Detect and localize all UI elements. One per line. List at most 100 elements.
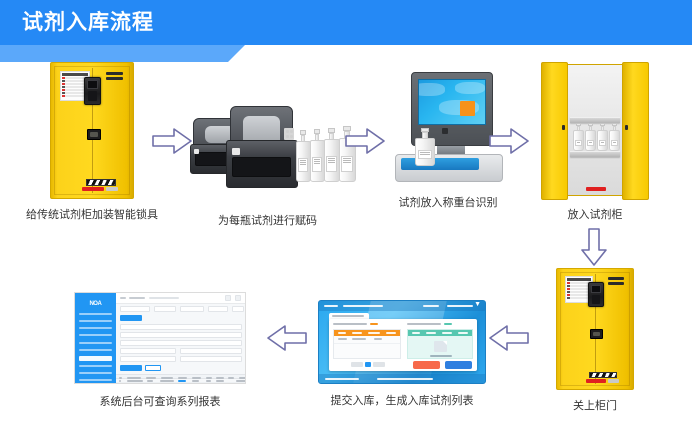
form-field[interactable] <box>119 332 242 338</box>
kiosk-device-label <box>447 305 473 307</box>
filter-input[interactable] <box>231 306 244 312</box>
dashboard-logo: NOA <box>80 297 111 311</box>
smart-lock-device-icon <box>588 282 604 307</box>
table-header <box>115 374 245 379</box>
sidebar-item[interactable] <box>79 365 112 367</box>
reagent-bottle-icon <box>597 123 608 151</box>
dashboard-sidebar: NOA <box>75 293 116 383</box>
step-6-caption: 提交入库，生成入库试剂列表 <box>330 395 474 407</box>
cabinet-red-label <box>586 187 606 191</box>
kiosk-top-bar <box>319 301 485 311</box>
weighing-pan <box>401 158 479 170</box>
filter-input[interactable] <box>207 306 228 312</box>
backend-dashboard-screen: NOA <box>74 292 246 384</box>
reagent-cabinet-closed-icon <box>50 62 134 199</box>
page-title: 试剂入库流程 <box>22 11 154 34</box>
label-printer-icon <box>225 106 298 188</box>
step-7: NOA <box>60 292 260 410</box>
arrow-down-icon <box>581 228 607 266</box>
submit-button[interactable] <box>445 361 472 369</box>
form-field[interactable] <box>119 340 242 346</box>
topbar-icon-button[interactable] <box>225 295 231 301</box>
cabinet-shelf <box>570 117 620 123</box>
sidebar-item[interactable] <box>79 327 112 330</box>
step-2-caption: 为每瓶试剂进行赋码 <box>218 215 317 227</box>
arrow-right-icon <box>152 128 192 154</box>
step-4-caption: 放入试剂柜 <box>567 209 623 221</box>
form-field[interactable] <box>119 324 242 330</box>
empty-state-label <box>430 355 452 357</box>
cabinet-grey-label <box>608 379 619 383</box>
reagent-bottle-icon <box>295 130 311 182</box>
sidebar-item[interactable] <box>79 320 112 322</box>
smart-lock-device-icon <box>84 77 101 105</box>
arrow-left-icon <box>489 325 529 351</box>
step-1: 给传统试剂柜加装智能锁具 <box>22 62 162 223</box>
header-accent-strip <box>0 45 245 62</box>
cabinet-handle-icon <box>87 129 101 140</box>
page-header-bar <box>0 0 692 45</box>
back-button[interactable] <box>325 378 359 380</box>
wifi-icon: ▼ <box>474 301 481 308</box>
filter-input[interactable] <box>179 306 204 312</box>
hazard-stripe-band <box>589 372 617 378</box>
reagent-bottle-icon <box>609 123 620 151</box>
left-panel-title <box>333 323 367 325</box>
kiosk-user-label <box>423 305 439 307</box>
reagent-cabinet-closed-icon <box>556 268 634 390</box>
cabinet-red-label <box>82 187 104 191</box>
checked-in-list-panel <box>407 329 473 359</box>
table-row[interactable] <box>115 379 245 383</box>
cabinet-door-left <box>541 62 568 200</box>
reagent-bottle-icon <box>323 128 340 182</box>
cabinet-grey-label <box>106 187 118 191</box>
page-current-button[interactable] <box>365 362 371 367</box>
filter-input[interactable] <box>119 306 150 312</box>
sidebar-item[interactable] <box>79 341 112 344</box>
kiosk-logo <box>324 305 338 307</box>
reagent-cabinet-open-icon <box>541 62 649 200</box>
step-4: 放入试剂柜 <box>525 62 665 223</box>
checkin-card <box>329 319 477 371</box>
step-1-caption: 给传统试剂柜加装智能锁具 <box>26 209 158 221</box>
right-panel-title <box>407 323 441 325</box>
table-row[interactable] <box>116 383 245 384</box>
step-3-caption: 试剂放入称重台识别 <box>398 197 498 209</box>
step-2: 为每瓶试剂进行赋码 <box>185 100 356 229</box>
form-field[interactable] <box>119 356 176 362</box>
reagent-bottle-icon <box>573 123 584 151</box>
submit-button[interactable] <box>119 365 142 371</box>
pending-list-panel <box>333 329 401 359</box>
reagent-bottle-icon <box>338 126 356 182</box>
reagent-bottle-icon <box>309 129 325 182</box>
cancel-button[interactable] <box>413 361 440 369</box>
sidebar-item[interactable] <box>79 378 112 381</box>
hazard-stripe-band <box>86 179 116 186</box>
sidebar-item[interactable] <box>79 334 112 337</box>
step-6: ▼ <box>312 300 492 409</box>
sidebar-item-selected[interactable] <box>79 356 112 361</box>
sidebar-item[interactable] <box>79 372 112 375</box>
sidebar-item[interactable] <box>79 348 112 351</box>
screen-highlight-block <box>460 100 475 116</box>
reset-button[interactable] <box>144 365 161 371</box>
cabinet-vent-icon <box>608 282 624 285</box>
topbar-icon-button[interactable] <box>235 295 241 301</box>
reagent-bottle-icon <box>585 123 596 151</box>
checked-in-table-header <box>408 330 472 336</box>
cabinet-vent-icon <box>106 72 123 75</box>
form-field[interactable] <box>119 348 176 354</box>
filter-input[interactable] <box>153 306 176 312</box>
form-field[interactable] <box>179 348 242 354</box>
kiosk-checkin-screen: ▼ <box>318 300 486 384</box>
logo-text: NOA <box>89 300 102 307</box>
form-field[interactable] <box>179 356 242 362</box>
empty-state-icon <box>434 341 447 352</box>
step-3: 试剂放入称重台识别 <box>378 72 518 211</box>
query-button[interactable] <box>119 315 142 321</box>
cabinet-shelf <box>570 151 620 157</box>
page-prev-button[interactable] <box>351 362 363 367</box>
sidebar-item[interactable] <box>79 312 112 315</box>
page-next-button[interactable] <box>373 362 385 367</box>
weighing-station-icon <box>387 72 509 190</box>
